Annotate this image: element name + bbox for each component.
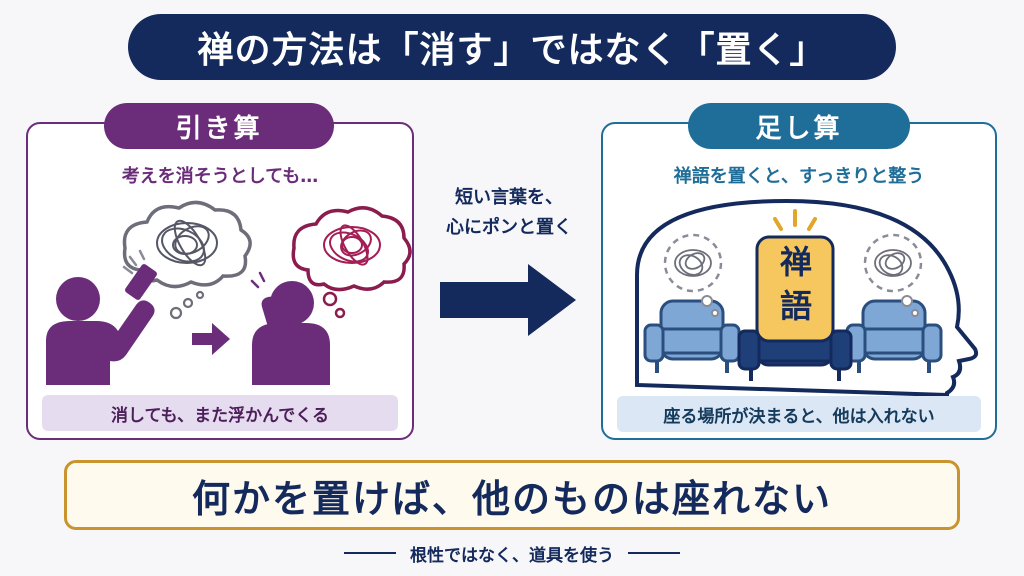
right-arrow-icon xyxy=(440,264,576,336)
empty-chair-right-icon xyxy=(845,299,943,373)
person-erasing-icon xyxy=(46,264,157,385)
subtraction-subtitle: 考えを消そうとしても… xyxy=(121,166,319,187)
faded-thought-right-icon xyxy=(863,233,923,317)
gray-thought-cloud-icon xyxy=(122,200,252,289)
addition-caption: 座る場所が決まると、他は入れない xyxy=(617,396,981,432)
footer-divider-left xyxy=(344,552,396,554)
empty-chair-left-icon xyxy=(643,299,741,373)
purple-thought-cloud-icon xyxy=(291,206,412,319)
addition-subtitle: 禅語を置くと、すっきりと整う xyxy=(673,166,925,187)
addition-header: 足し算 xyxy=(688,103,910,149)
shine-rays-icon xyxy=(773,209,817,231)
footer: 根性ではなく、道具を使う xyxy=(262,539,762,567)
subtraction-caption: 消しても、また浮かんでくる xyxy=(42,395,398,431)
subtraction-header: 引き算 xyxy=(104,103,334,149)
footer-divider-right xyxy=(628,552,680,554)
person-troubled-icon xyxy=(252,281,330,385)
zen-word-sign xyxy=(755,235,835,343)
zen-word-char-2: 語 xyxy=(779,287,812,325)
middle-line-2: 心にポンと置く xyxy=(446,217,572,238)
middle-instruction: 短い言葉を、 心にポンと置く xyxy=(416,183,602,243)
zen-word-char-1: 禅 xyxy=(779,243,812,281)
addition-illustration xyxy=(635,198,979,398)
page-title: 禅の方法は「消す」ではなく「置く」 xyxy=(128,14,896,80)
small-arrow-icon xyxy=(192,323,230,355)
footer-text: 根性ではなく、道具を使う xyxy=(410,545,614,566)
faded-thought-left-icon xyxy=(663,233,723,317)
middle-line-1: 短い言葉を、 xyxy=(455,187,563,208)
zen-word-label: 禅 語 xyxy=(765,240,827,328)
conclusion-banner: 何かを置けば、他のものは座れない xyxy=(64,460,960,530)
subtraction-illustration xyxy=(46,200,412,385)
